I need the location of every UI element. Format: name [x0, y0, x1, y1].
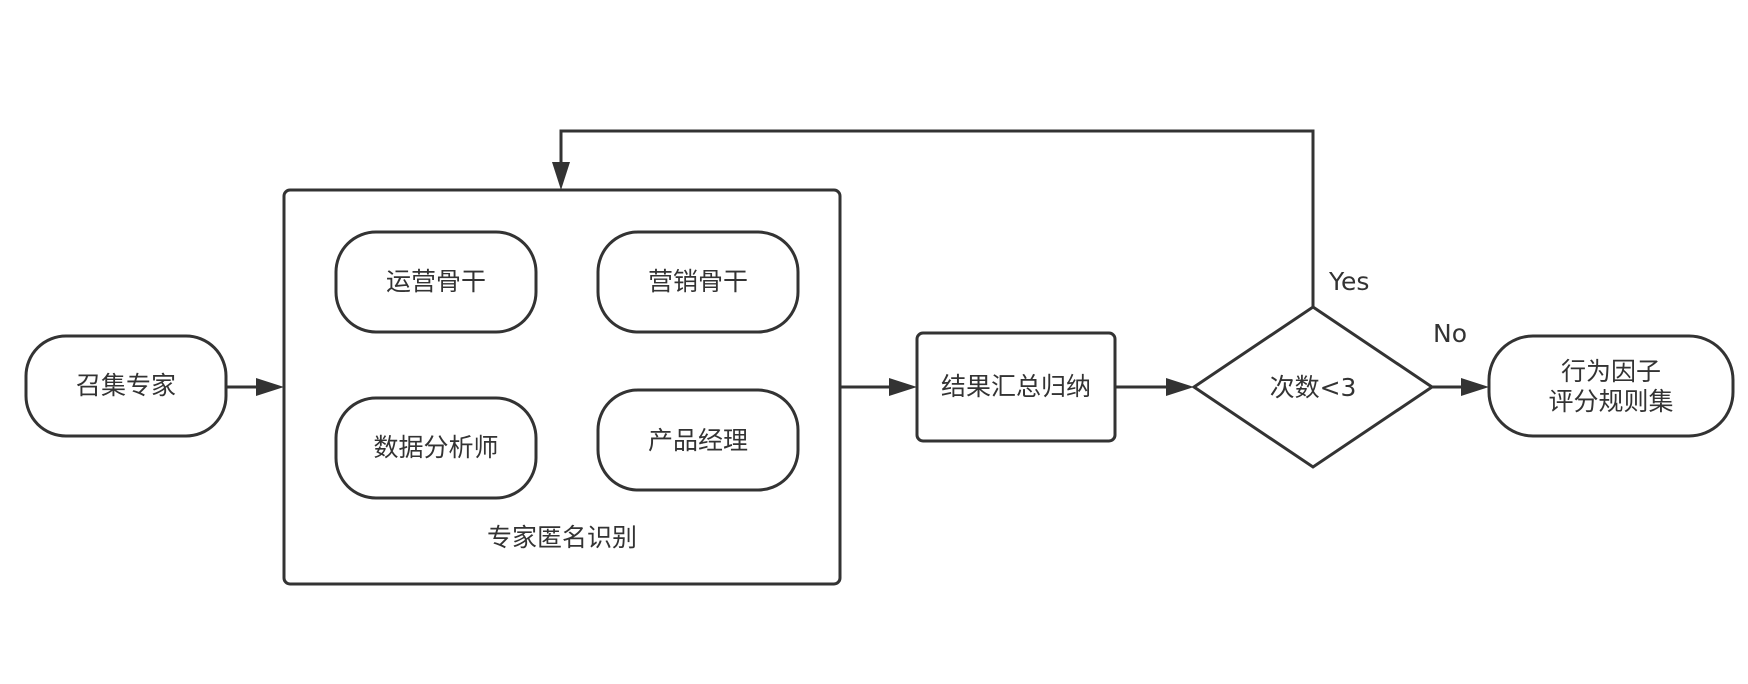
summary-label: 结果汇总归纳	[941, 372, 1091, 401]
decision-node: 次数<3	[1191, 305, 1435, 469]
expert-node-data-analyst: 数据分析师	[334, 396, 538, 500]
expert-node-product-manager: 产品经理	[596, 388, 800, 492]
expert-label-data-analyst: 数据分析师	[373, 433, 498, 462]
gather-experts-label: 召集专家	[76, 371, 176, 400]
anonymous-identification-group: 运营骨干 营销骨干 数据分析师 产品经理 专家匿名识别	[282, 188, 842, 586]
arrow-decision-loop-back	[552, 129, 1315, 307]
container-label: 专家匿名识别	[487, 523, 637, 552]
expert-label-marketing: 营销骨干	[648, 267, 748, 296]
decision-label: 次数<3	[1270, 373, 1357, 402]
arrow-decision-to-output	[1432, 378, 1489, 396]
arrow-group-to-summary	[840, 378, 917, 396]
expert-label-operations: 运营骨干	[386, 267, 486, 296]
expert-node-marketing: 营销骨干	[596, 230, 800, 334]
arrow-gather-to-group	[226, 378, 284, 396]
expert-label-product-manager: 产品经理	[648, 426, 748, 455]
output-label-line2: 评分规则集	[1548, 387, 1673, 416]
yes-label: Yes	[1328, 267, 1369, 296]
no-label: No	[1433, 319, 1467, 348]
expert-node-operations: 运营骨干	[334, 230, 538, 334]
output-label-line1: 行为因子	[1561, 357, 1661, 386]
gather-experts-node: 召集专家	[24, 334, 228, 438]
output-node: 行为因子 评分规则集	[1487, 334, 1735, 438]
summary-node: 结果汇总归纳	[915, 331, 1117, 443]
arrow-summary-to-decision	[1115, 378, 1194, 396]
